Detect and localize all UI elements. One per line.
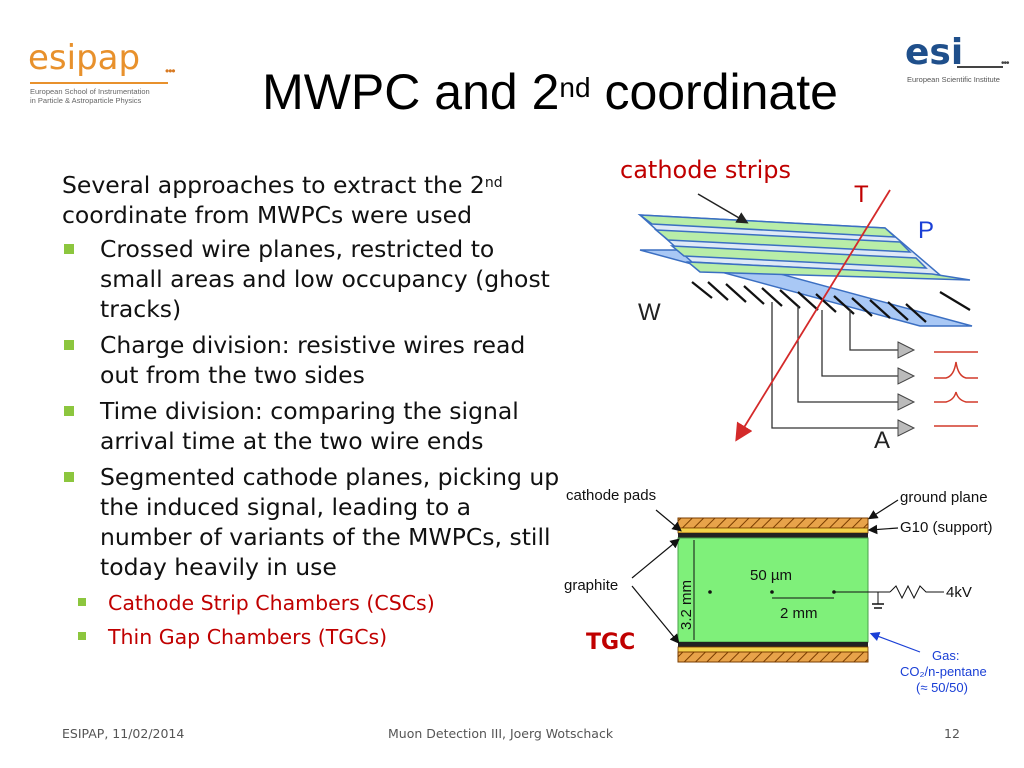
label-pitch: 2 mm (780, 605, 818, 622)
intro-part-a: Several approaches to extract the 2 (62, 171, 485, 199)
label-gap: 50 µm (750, 567, 792, 584)
cathode-pads-pointer (655, 509, 682, 532)
label-w: W (638, 299, 661, 326)
esipap-logo-dots: ••• (165, 64, 176, 78)
esi-logo-line (957, 66, 1003, 68)
label-gas-1: Gas: (932, 648, 959, 663)
bottom-g10-layer (677, 646, 869, 653)
slide-body: Several approaches to extract the 2nd co… (62, 170, 562, 660)
signal-shapes (934, 351, 978, 427)
bullet-list: Crossed wire planes, restricted to small… (62, 234, 562, 654)
bottom-ground-plane (677, 651, 869, 663)
amplifiers (897, 341, 916, 437)
esipap-logo-subtitle: European School of Instrumentation in Pa… (30, 87, 190, 105)
sub-bullet-item: Thin Gap Chambers (TGCs) (62, 620, 562, 654)
esipap-logo-rule (30, 82, 168, 84)
top-g10-layer (677, 527, 869, 534)
slide-title: MWPC and 2nd coordinate (200, 62, 900, 122)
label-graphite: graphite (564, 577, 618, 594)
bullet-item-text: Segmented cathode planes, picking up the… (100, 463, 560, 581)
label-gas-3: (≈ 50/50) (916, 680, 968, 695)
intro-superscript: nd (484, 175, 503, 191)
label-thickness: 3.2 mm (678, 580, 695, 630)
label-p: P (918, 217, 934, 244)
hv-resistor (889, 584, 944, 600)
label-a: A (874, 427, 890, 454)
tgc-label: TGC (586, 630, 636, 655)
particle-track-arrow (735, 189, 891, 442)
bullet-item: Time division: comparing the signal arri… (62, 396, 562, 456)
label-voltage: 4kV (946, 584, 972, 601)
esipap-logo-sub-line2: in Particle & Astroparticle Physics (30, 96, 142, 105)
bullet-item: Crossed wire planes, restricted to small… (62, 234, 562, 324)
esi-logo-subtitle: European Scientific Institute (907, 75, 1000, 84)
esipap-logo-wordmark: esipap (28, 38, 141, 78)
label-cathode-strips: cathode strips (620, 156, 791, 184)
label-g10: G10 (support) (900, 519, 993, 536)
bottom-graphite-layer (678, 642, 868, 647)
title-tail: coordinate (590, 64, 838, 120)
label-cathode-pads: cathode pads (566, 487, 656, 504)
graphite-pointer-top (631, 538, 680, 579)
cathode-strips-diagram: cathode strips T P W A (620, 156, 978, 454)
cathode-strips-pointer (697, 193, 749, 224)
top-graphite-layer (678, 533, 868, 538)
esi-logo-dots: ••• (1001, 58, 1009, 69)
slide-number: 12 (944, 726, 960, 741)
label-gas-2: CO₂/n-pentane (900, 664, 987, 679)
esipap-logo-sub-line1: European School of Instrumentation (30, 87, 150, 96)
sub-bullet-item: Cathode Strip Chambers (CSCs) (62, 586, 562, 620)
title-main: MWPC and 2 (262, 64, 560, 120)
intro-part-b: coordinate from MWPCs were used (62, 201, 473, 229)
graphite-pointer-bottom (631, 585, 680, 644)
footer-center: Muon Detection III, Joerg Wotschack (388, 726, 614, 741)
esi-logo: esi ••• European Scientific Institute (905, 32, 1015, 96)
ground-plane-pointer (867, 499, 899, 520)
label-t: T (854, 181, 869, 208)
esi-logo-wordmark: esi (905, 32, 964, 73)
readout-lines (771, 302, 898, 429)
bullet-item: Charge division: resistive wires read ou… (62, 330, 562, 390)
tgc-cross-section-diagram: cathode pads graphite ground plane G10 (… (564, 487, 993, 695)
anode-wires (691, 281, 971, 323)
esipap-logo: esipap ••• European School of Instrument… (28, 38, 178, 108)
sub-bullet-list: Cathode Strip Chambers (CSCs) Thin Gap C… (78, 586, 562, 654)
label-ground-plane: ground plane (900, 489, 988, 506)
bullet-item: Segmented cathode planes, picking up the… (62, 462, 562, 654)
gas-gap (677, 537, 869, 643)
footer-left: ESIPAP, 11/02/2014 (62, 726, 185, 741)
top-ground-plane (677, 517, 869, 529)
title-superscript: nd (559, 72, 591, 103)
g10-pointer (867, 524, 899, 535)
gas-pointer (869, 632, 921, 653)
intro-text: Several approaches to extract the 2nd co… (62, 170, 562, 230)
